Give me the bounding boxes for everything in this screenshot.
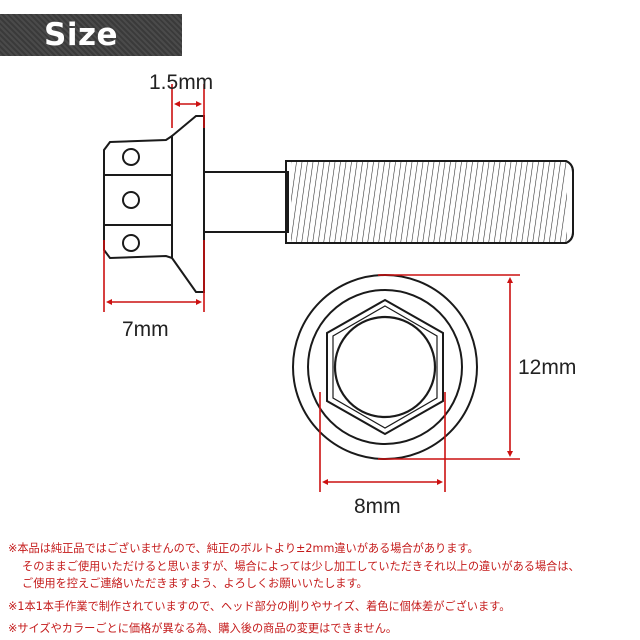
note-line: ※サイズやカラーごとに価格が異なる為、購入後の商品の変更はできません。	[8, 622, 398, 635]
note-line: そのままご使用いただけると思いますが、場合によっては少し加工していただきそれ以上…	[22, 559, 580, 573]
bolt-drawing	[103, 84, 574, 492]
flange-diameter-dimension	[378, 274, 520, 460]
note-line: ※1本1本手作業で制作されていますので、ヘッド部分の削りやサイズ、着色に個体差が…	[8, 599, 511, 613]
flange-diameter-label: 12mm	[518, 356, 577, 379]
flange-thickness-dimension	[171, 84, 205, 128]
bolt-hex-head	[103, 134, 173, 260]
bolt-shank	[204, 171, 289, 233]
hex-width-dimension	[319, 392, 446, 492]
bolt-thread	[285, 160, 574, 244]
hex-width-label: 8mm	[354, 495, 401, 518]
hex-outline	[326, 298, 444, 436]
note-line: ※本品は純正品ではございませんので、純正のボルトより±2mm違いがある場合があり…	[8, 542, 479, 555]
bolt-side-view	[103, 115, 574, 293]
flange-thickness-label: 1.5mm	[149, 71, 214, 94]
flange-inner-circle	[307, 289, 463, 445]
head-width-dimension	[103, 240, 205, 312]
head-width-label: 7mm	[122, 318, 169, 341]
size-banner: Size	[0, 14, 182, 56]
section-title: Size	[44, 17, 119, 53]
bolt-flange	[171, 115, 205, 293]
hex-bore-circle	[333, 315, 437, 419]
notes: ※本品は純正品ではございませんので、純正のボルトより±2mm違いがある場合があり…	[8, 540, 636, 638]
note-line: ご使用を控えご連絡いただきますよう、よろしくお願いいたします。	[22, 577, 368, 590]
